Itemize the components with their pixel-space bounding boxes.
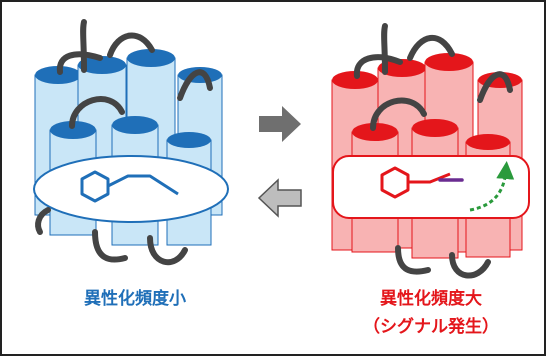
chromophore-right: [380, 166, 451, 199]
label-high-isomerization: 異性化頻度大: [380, 289, 482, 309]
label-signal-generation: （シグナル発生）: [363, 317, 499, 337]
label-low-isomerization: 異性化頻度小: [84, 289, 186, 309]
protein-left: [33, 19, 229, 266]
chromophore-left: [80, 170, 179, 203]
curved-dashed-arrow-icon: [469, 161, 515, 212]
forward-arrow-icon: [259, 106, 301, 142]
chromophore-pocket-right: [332, 155, 530, 219]
reverse-arrow-icon: [257, 178, 302, 218]
chromophore-pocket-left: [33, 155, 229, 223]
protein-right: [331, 23, 530, 279]
